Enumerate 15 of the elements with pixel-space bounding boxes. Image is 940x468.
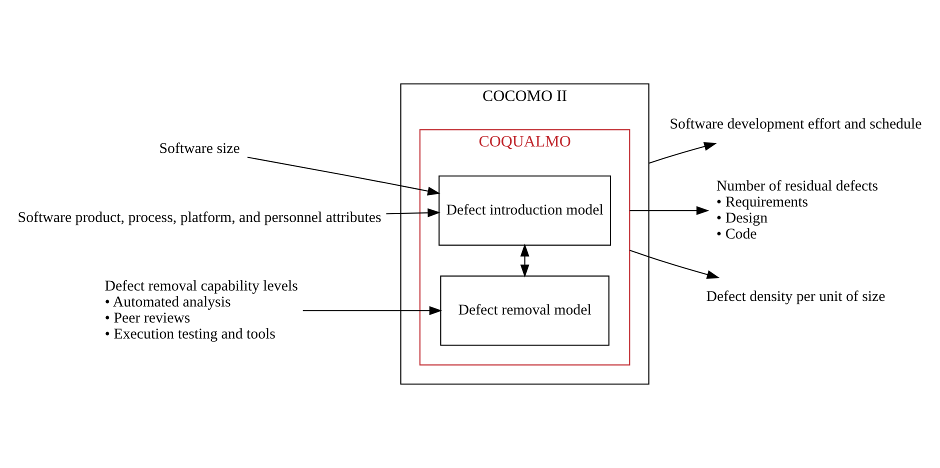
node-text: Software size [158, 140, 240, 157]
node-text: Number of residual defects • Requirements • Design • Code [716, 178, 878, 242]
node-text: Software product, process, platform, and personnel attributes [17, 210, 381, 226]
arrow [648, 142, 716, 164]
arrow [628, 250, 720, 279]
node-text: Software development effort and schedule [669, 116, 922, 132]
node-text: Defect removal capability levels • Automated analysis • Peer reviews • Execution testing and tools [104, 278, 298, 343]
node-box: Defect introduction model [438, 175, 611, 246]
arrow [246, 156, 440, 196]
arrow [386, 208, 440, 218]
node-text: Defect density per unit of size [706, 288, 885, 305]
arrow [520, 244, 529, 278]
arrow [629, 206, 709, 216]
arrow [302, 306, 442, 316]
node-box: Defect removal model [440, 276, 609, 346]
